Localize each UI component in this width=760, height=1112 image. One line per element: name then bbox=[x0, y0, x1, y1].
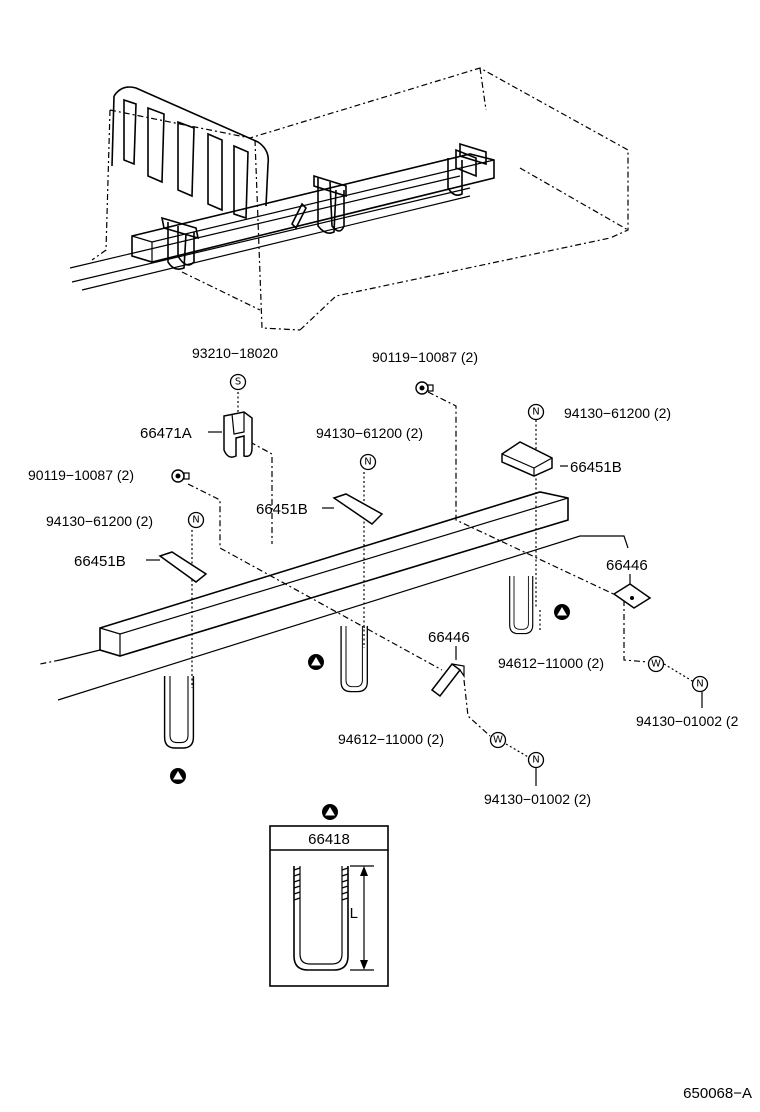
triangle-circle-marker-icon bbox=[554, 604, 570, 620]
svg-text:N: N bbox=[696, 679, 703, 690]
u-bolt-right-part bbox=[509, 575, 534, 635]
callout-94612-11000-mid: 94612−11000 (2) bbox=[338, 731, 444, 747]
callout-90119-10087-top: 90119−10087 (2) bbox=[372, 349, 478, 365]
dimension-line bbox=[350, 865, 374, 971]
leader-lines bbox=[146, 391, 703, 786]
s-symbol-icon: S bbox=[229, 373, 247, 391]
w-symbol-icon: W bbox=[647, 655, 665, 673]
svg-text:S: S bbox=[235, 377, 241, 388]
detail-box-66418: 66418 L bbox=[269, 825, 389, 987]
plate-66451B-right-part bbox=[501, 441, 553, 477]
triangle-circle-marker-icon bbox=[322, 804, 338, 820]
figure-id: 650068−A bbox=[683, 1085, 752, 1102]
u-bolt-detail-drawing bbox=[293, 866, 349, 971]
n-symbol-icon: N bbox=[187, 511, 205, 529]
detail-part-number: 66418 bbox=[308, 831, 350, 848]
callout-94130-01002-right: 94130−01002 (2 bbox=[636, 713, 739, 729]
bracket-66446-mid-part bbox=[430, 662, 465, 698]
callout-94612-11000-right: 94612−11000 (2) bbox=[498, 655, 604, 671]
bracket-66446-right-part bbox=[612, 583, 652, 609]
n-symbol-icon: N bbox=[359, 453, 377, 471]
svg-text:N: N bbox=[532, 407, 539, 418]
u-bolt-left-part bbox=[163, 675, 195, 749]
callout-94130-61200-right: 94130−61200 (2) bbox=[564, 405, 671, 421]
svg-text:W: W bbox=[493, 735, 503, 746]
screw-90119-left-part bbox=[171, 469, 190, 483]
w-symbol-icon: W bbox=[489, 731, 507, 749]
callout-94130-61200-mid: 94130−61200 (2) bbox=[316, 425, 423, 441]
callout-66451B-right: 66451B bbox=[570, 459, 622, 476]
n-symbol-icon: N bbox=[691, 675, 709, 693]
svg-text:N: N bbox=[532, 755, 539, 766]
svg-text:N: N bbox=[364, 457, 371, 468]
truck-bed bbox=[69, 67, 629, 331]
n-symbol-icon: N bbox=[527, 751, 545, 769]
svg-text:W: W bbox=[651, 659, 661, 670]
callout-94130-01002-mid: 94130−01002 (2) bbox=[484, 791, 591, 807]
bracket-66471A-part bbox=[223, 411, 253, 458]
callout-66451B-mid: 66451B bbox=[256, 501, 308, 518]
n-symbol-icon: N bbox=[527, 403, 545, 421]
callout-66451B-left: 66451B bbox=[74, 553, 126, 570]
dimension-label: L bbox=[350, 905, 358, 922]
callout-66446-mid: 66446 bbox=[428, 629, 470, 646]
frame-rail bbox=[39, 491, 629, 701]
svg-text:N: N bbox=[192, 515, 199, 526]
callout-90119-10087-left: 90119−10087 (2) bbox=[28, 467, 134, 483]
callout-66446-right: 66446 bbox=[606, 557, 648, 574]
screw-90119-top-part bbox=[415, 381, 434, 395]
callout-94130-61200-left: 94130−61200 (2) bbox=[46, 513, 153, 529]
callout-66471A: 66471A bbox=[140, 425, 192, 442]
plate-66451B-left-part bbox=[158, 551, 208, 583]
plate-66451B-mid-part bbox=[332, 493, 384, 525]
triangle-circle-marker-icon bbox=[170, 768, 186, 784]
u-bolt-mid-part bbox=[340, 625, 368, 693]
callout-93210-18020: 93210−18020 bbox=[192, 345, 278, 361]
triangle-circle-marker-icon bbox=[308, 654, 324, 670]
